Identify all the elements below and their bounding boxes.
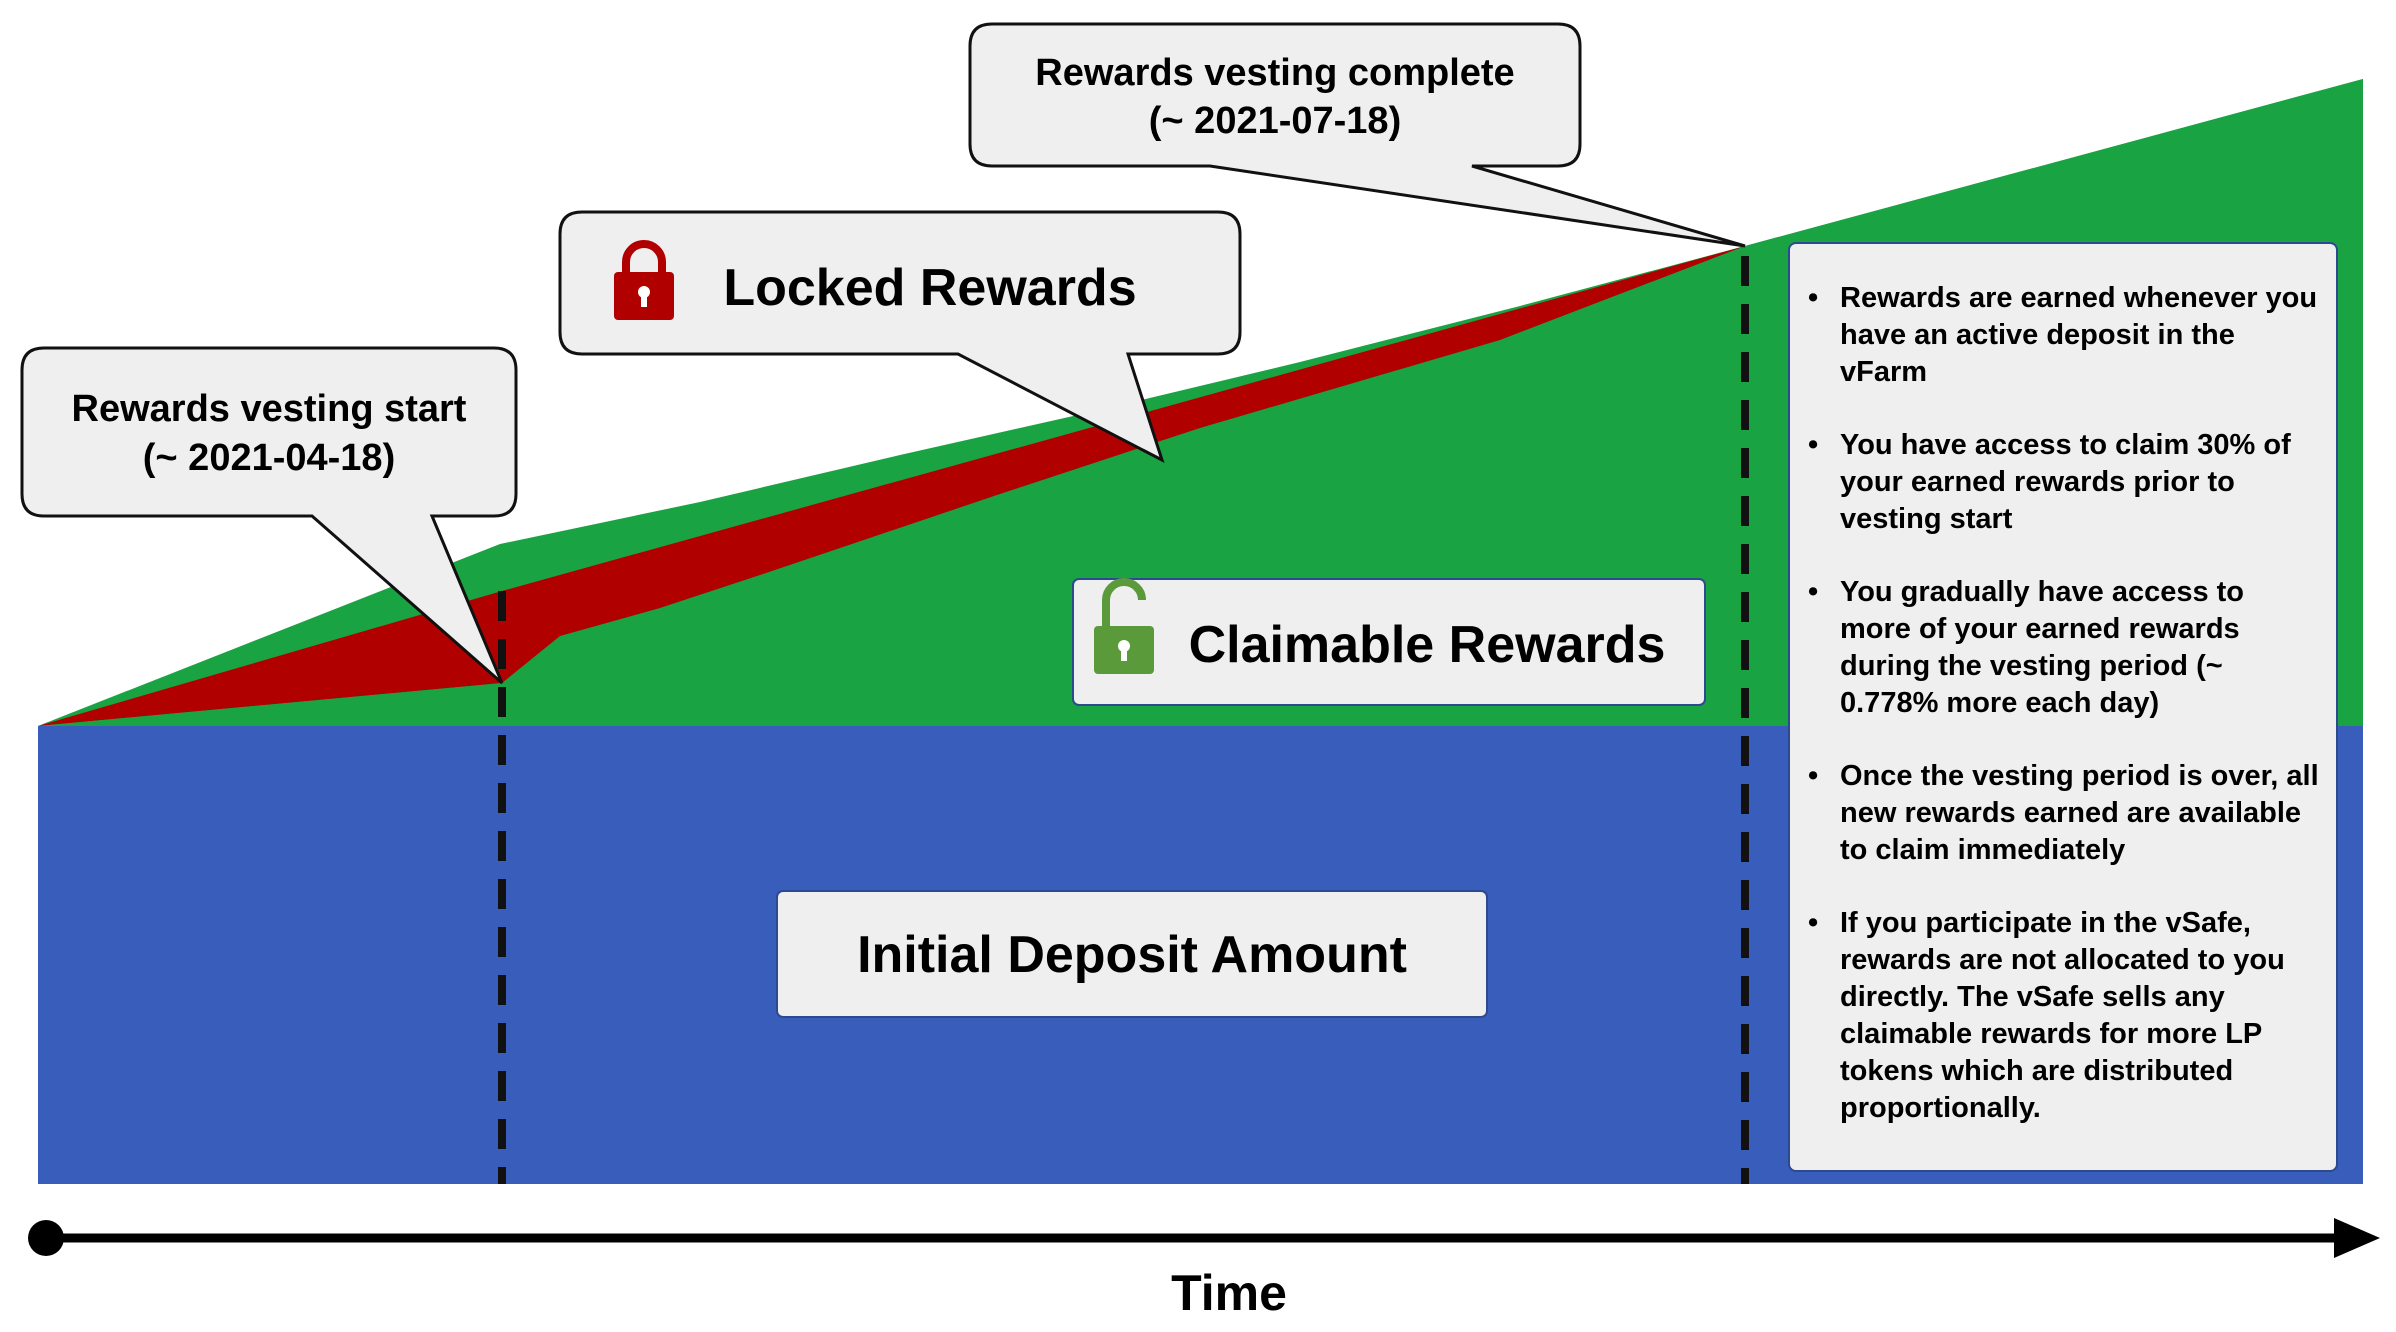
claimable-rewards-label: Claimable Rewards [1189, 616, 1666, 674]
lock-open-icon [1094, 578, 1154, 674]
time-axis-origin-dot [28, 1220, 64, 1256]
claimable-curve-boundary [38, 79, 2363, 726]
bullet-marker: • [1808, 576, 1819, 608]
bullet-marker: • [1808, 282, 1819, 314]
time-axis-arrowhead [2334, 1218, 2380, 1258]
claimable-rewards-box [1072, 578, 1706, 706]
info-item: • You gradually have access to more of y… [1808, 574, 2322, 722]
info-list: • Rewards are earned whenever you have a… [1808, 280, 2322, 1127]
info-item-text: You have access to claim 30% of your ear… [1840, 429, 2291, 535]
bullet-marker: • [1808, 429, 1819, 461]
locked-rewards-callout [558, 210, 1242, 464]
bullet-marker: • [1808, 760, 1819, 792]
info-panel: • Rewards are earned whenever you have a… [1788, 242, 2338, 1172]
time-axis-label: Time [1171, 1265, 1287, 1321]
initial-deposit-label: Initial Deposit Amount [857, 926, 1407, 984]
initial-deposit-box [776, 890, 1488, 1018]
vesting-complete-date: (~ 2021-07-18) [1149, 100, 1401, 142]
vesting-complete-callout [968, 22, 1746, 248]
info-item-text: Rewards are earned whenever you have an … [1840, 282, 2318, 388]
info-item-text: If you participate in the vSafe, rewards… [1840, 907, 2285, 1124]
vesting-start-date: (~ 2021-04-18) [143, 437, 395, 479]
vesting-start-title: Rewards vesting start [72, 388, 467, 430]
info-item: • If you participate in the vSafe, rewar… [1808, 905, 2322, 1127]
vesting-complete-title: Rewards vesting complete [1035, 52, 1514, 94]
info-item-text: Once the vesting period is over, all new… [1840, 760, 2319, 866]
lock-closed-icon [614, 240, 674, 320]
bullet-marker: • [1808, 907, 1819, 939]
info-item: • Once the vesting period is over, all n… [1808, 758, 2322, 869]
info-item: • You have access to claim 30% of your e… [1808, 427, 2322, 538]
vesting-start-callout [20, 346, 518, 685]
info-item-text: You gradually have access to more of you… [1840, 576, 2245, 719]
locked-rewards-label: Locked Rewards [723, 259, 1136, 317]
info-item: • Rewards are earned whenever you have a… [1808, 280, 2322, 391]
